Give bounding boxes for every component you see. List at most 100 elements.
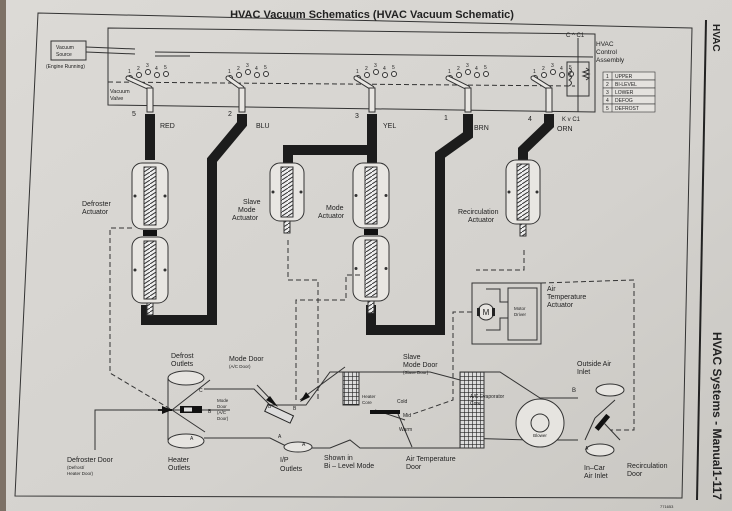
figure-id: 771653 [660,504,674,509]
svg-text:1: 1 [444,115,448,122]
svg-text:Outlets: Outlets [280,466,303,473]
side-rule [696,19,707,501]
port-number: 3 [246,63,249,69]
port-number: 4 [560,66,563,72]
legend-row: 2 BI-LEVEL [602,79,656,89]
svg-text:In–Car: In–Car [584,465,606,472]
port-number: 4 [255,66,258,72]
air-temperature-actuator: M Motor Driver Air Temperature Actuator [471,282,586,345]
svg-text:B: B [268,404,272,410]
actuators [131,159,541,316]
svg-text:UPPER: UPPER [615,74,633,80]
port-number: 4 [383,66,386,72]
svg-text:Actuator: Actuator [468,217,495,224]
svg-text:A/C Evaporator: A/C Evaporator [470,394,505,400]
hose-label-blu: BLU [256,123,270,130]
port-number: 5 [264,65,267,71]
connector-top: C ^ C1 [566,33,585,39]
svg-text:(A/C Door): (A/C Door) [229,364,251,369]
svg-text:Mode: Mode [217,398,229,403]
arrow-icon [162,406,172,414]
valve-color-labels: 5 RED 2 BLU 3 YEL 1 BRN 4 ORN [132,111,573,133]
actuator-labels: Defroster Actuator Slave Mode Actuator M… [82,199,499,224]
svg-text:Mode Door: Mode Door [403,362,438,369]
port-number: 2 [137,66,140,72]
svg-text:I/P: I/P [280,457,289,464]
vacuum-hoses [141,114,554,335]
svg-text:Driver: Driver [514,312,527,317]
svg-text:2: 2 [606,82,609,88]
svg-text:BI-LEVEL: BI-LEVEL [615,82,637,88]
svg-text:Inlet: Inlet [577,369,590,376]
svg-text:Recirculation: Recirculation [627,463,668,470]
air-duct [94,366,625,457]
port-number: 5 [484,65,487,71]
svg-text:C: C [199,388,203,394]
fabric-edge [0,0,6,511]
svg-text:Air Temperature: Air Temperature [406,456,456,463]
svg-text:Temperature: Temperature [547,294,586,301]
svg-text:Heater: Heater [168,457,190,464]
svg-text:Blower: Blower [533,433,547,438]
svg-text:3: 3 [355,113,359,120]
svg-text:Actuator: Actuator [82,209,109,216]
svg-text:A: A [278,434,282,440]
port-number: 4 [155,66,158,72]
svg-text:Vacuum: Vacuum [56,45,74,51]
port-number: 2 [457,66,460,72]
svg-text:Outlets: Outlets [168,465,191,472]
recirculation-actuator [505,159,541,237]
connector-bottom: K v C1 [562,117,581,123]
page-number: 1-117 [710,470,724,500]
svg-text:Slave: Slave [403,354,421,361]
port-number: 5 [569,65,572,71]
svg-text:Actuator: Actuator [547,302,574,309]
port-number: 1 [533,69,536,75]
duct-labels: Defrost Outlets Mode Door (A/C Door) Mod… [67,353,668,480]
svg-text:Air: Air [547,286,556,293]
svg-text:Defroster: Defroster [82,201,111,208]
svg-text:Air Inlet: Air Inlet [584,473,608,480]
engine-running-note: (Engine Running) [46,64,85,70]
port-number: 2 [365,66,368,72]
svg-text:B: B [208,409,212,415]
svg-text:Core: Core [362,400,372,405]
svg-text:LOWER: LOWER [615,90,634,96]
svg-text:Outside Air: Outside Air [577,361,612,368]
svg-text:Core: Core [470,401,481,407]
port-number: 4 [475,66,478,72]
svg-text:Door: Door [217,404,227,409]
svg-text:Door): Door) [217,416,229,421]
port-number: 2 [542,66,545,72]
svg-text:(Slave Door): (Slave Door) [403,370,429,375]
port-number: 3 [374,63,377,69]
linkages [109,227,635,431]
svg-text:Actuator: Actuator [318,213,345,220]
port-number: 1 [448,69,451,75]
svg-text:Warm: Warm [399,427,412,433]
svg-text:M: M [483,308,490,317]
vacuum-source: Vacuum Source (Engine Running) [46,40,136,70]
port-number: 2 [237,66,240,72]
svg-text:Assembly: Assembly [596,57,625,64]
svg-text:Mode: Mode [326,205,344,212]
svg-text:DEFROST: DEFROST [615,106,639,112]
svg-text:Vacuum: Vacuum [110,89,130,95]
port-number: 1 [228,69,231,75]
svg-text:(Defrost/: (Defrost/ [67,465,85,470]
svg-text:B: B [572,388,576,394]
port-number: 1 [128,69,131,75]
svg-text:Bi – Level Mode: Bi – Level Mode [324,463,374,470]
svg-text:Slave: Slave [243,199,261,206]
svg-text:HVAC: HVAC [596,41,614,48]
hvac-control-assembly: C ^ C1 K v C1 HVAC Control Assembly [562,33,625,123]
svg-text:Door: Door [627,471,643,478]
port-number: 3 [551,63,554,69]
